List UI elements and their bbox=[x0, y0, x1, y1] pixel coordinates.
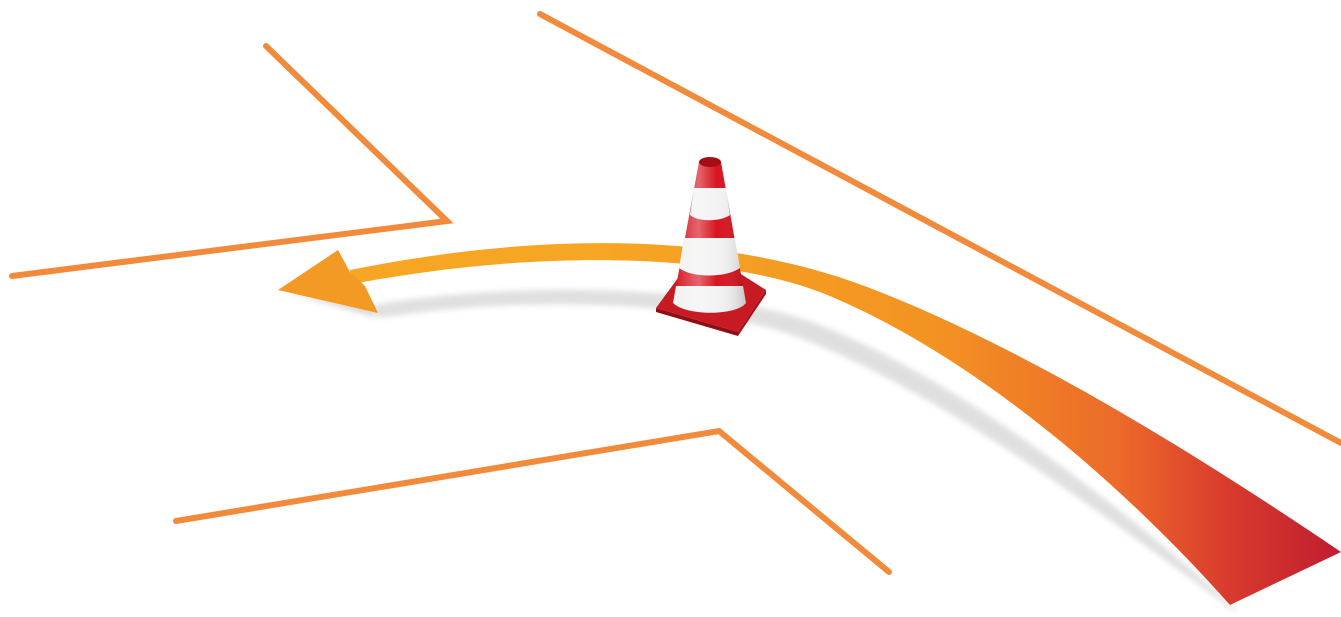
road-line-top-left bbox=[12, 46, 447, 276]
road-line-bottom bbox=[176, 431, 889, 572]
curved-arrow-icon bbox=[278, 243, 1341, 612]
road-line-top-right bbox=[540, 14, 1341, 443]
